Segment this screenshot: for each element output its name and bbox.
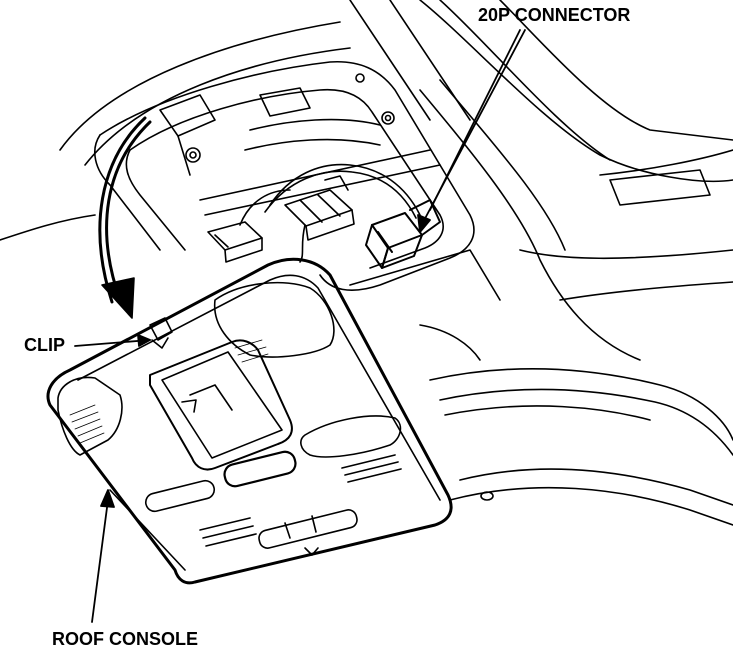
roof-console-callout-label: ROOF CONSOLE bbox=[52, 629, 199, 649]
roof-console bbox=[46, 257, 453, 585]
connector-20p bbox=[365, 199, 441, 269]
wiring-harness bbox=[239, 163, 421, 263]
leader-20p-connector-2 bbox=[429, 29, 521, 211]
mirror-garnish bbox=[419, 324, 733, 526]
install-direction-arrow bbox=[98, 116, 152, 319]
leader-clip bbox=[74, 339, 151, 347]
headliner bbox=[0, 0, 733, 301]
connector-callout-label: 20P CONNECTOR bbox=[478, 5, 631, 25]
clip-callout-label: CLIP bbox=[24, 335, 66, 355]
leader-roof-console bbox=[91, 499, 109, 623]
roof-recess bbox=[94, 60, 641, 361]
leader-lines bbox=[74, 29, 526, 623]
connector-middle bbox=[284, 175, 355, 241]
clip bbox=[149, 317, 173, 349]
connector-small-left bbox=[207, 221, 263, 263]
